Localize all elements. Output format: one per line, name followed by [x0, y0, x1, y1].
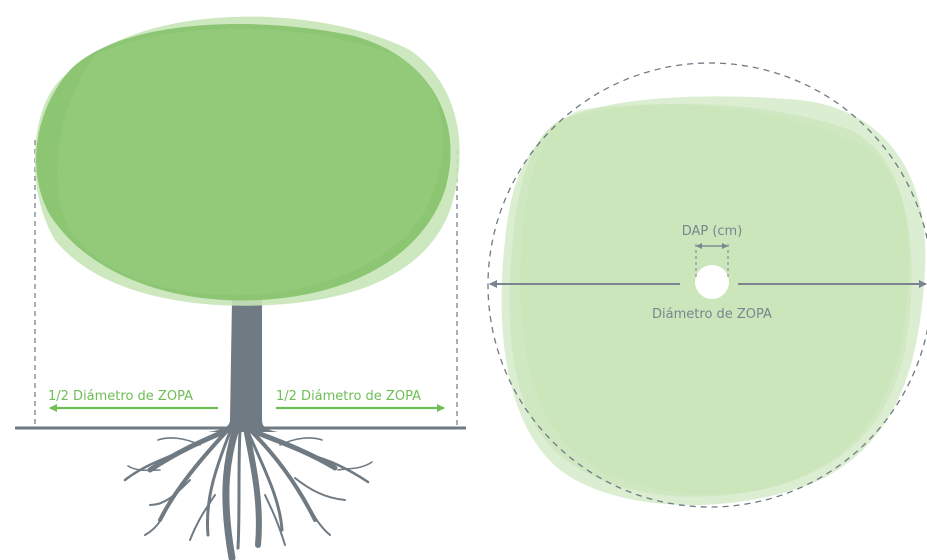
tree-diagram: 1/2 Diámetro de ZOPA 1/2 Diámetro de ZOP…: [15, 16, 466, 560]
dap-label: DAP (cm): [682, 224, 743, 239]
canopy-blob-highlight: [57, 28, 444, 296]
left-half-label: 1/2 Diámetro de ZOPA: [48, 389, 193, 404]
right-half-label: 1/2 Diámetro de ZOPA: [276, 389, 421, 404]
diameter-label: Diámetro de ZOPA: [652, 307, 772, 322]
trunk-circle: [695, 265, 729, 299]
tree-trunk: [208, 300, 278, 432]
zopa-blob-front: [520, 104, 912, 495]
zopa-dashed-circle: [487, 62, 927, 508]
tree-roots: [123, 424, 373, 560]
top-view-diagram: DAP (cm) Diámetro de ZOPA: [487, 62, 927, 508]
